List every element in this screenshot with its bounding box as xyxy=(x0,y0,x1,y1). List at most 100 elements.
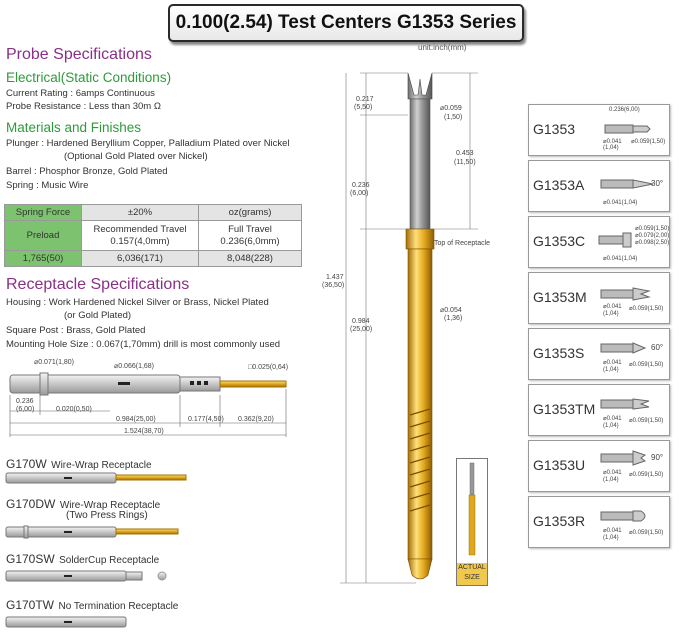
probe-drawing xyxy=(340,72,478,584)
actual-size-probe xyxy=(468,462,476,556)
tip-dim: ⌀0.059(1,50) xyxy=(631,139,666,145)
receptacle-desc: No Termination Receptacle xyxy=(58,601,179,612)
tip-dim: ⌀0.098(2,50) xyxy=(635,240,670,246)
electrical-heading: Electrical(Static Conditions) xyxy=(6,70,172,85)
tip-dim: ⌀0.041(1,04) xyxy=(603,200,638,206)
series-g1353tm: G1353TM ⌀0.041 (1,04) ⌀0.059(1,50) xyxy=(528,384,670,436)
probe-spec-heading: Probe Specifications xyxy=(6,46,152,63)
rec-travel-value: 0.157(4,0mm) xyxy=(110,235,170,247)
tip-dim: ⌀0.041(1,04) xyxy=(603,256,638,262)
actual-size-line1: ACTUAL xyxy=(458,564,486,571)
table-header-unit: oz(grams) xyxy=(198,204,302,221)
table-header-spring-force: Spring Force xyxy=(4,204,82,221)
series-g1353c: G1353C ⌀0.059(1,50) ⌀0.079(2,00) ⌀0.098(… xyxy=(528,216,670,268)
series-g1353: G1353 0.236(6,00) ⌀0.041 (1,04) ⌀0.059(1… xyxy=(528,104,670,156)
table-full-travel: Full Travel 0.236(6,0mm) xyxy=(198,220,302,251)
probe-dim-3: 0.453 xyxy=(456,150,474,157)
tip-angle: 30° xyxy=(651,179,664,188)
tip-dim: ⌀0.041 xyxy=(603,470,622,476)
receptacle-g170tw: G170TW No Termination Receptacle xyxy=(6,596,178,614)
tip-g1353c xyxy=(598,232,632,248)
tip-dim: (1,04) xyxy=(603,535,619,541)
probe-dim-5mm: (36,50) xyxy=(322,282,345,289)
receptacle-code: G170W xyxy=(6,457,47,471)
tip-angle: 60° xyxy=(651,343,664,352)
probe-dim-5: 1.437 xyxy=(326,274,344,281)
page-title: 0.100(2.54) Test Centers G1353 Series xyxy=(168,4,524,42)
tip-dim: ⌀0.059(1,50) xyxy=(629,306,664,312)
receptacle-desc: SolderCup Receptacle xyxy=(59,555,160,566)
g170sw-image xyxy=(5,570,167,582)
tip-dim: (1,04) xyxy=(603,311,619,317)
receptacle-code: G170TW xyxy=(6,598,55,612)
tip-dim: (1,04) xyxy=(603,477,619,483)
table-header-tolerance: ±20% xyxy=(81,204,199,221)
table-rec-travel: Recommended Travel 0.157(4,0mm) xyxy=(81,220,199,251)
table-preload-value: 1,765(50) xyxy=(4,250,82,267)
tip-dim: (1,04) xyxy=(603,423,619,429)
dim-177: 0.177(4,50) xyxy=(188,416,224,423)
series-name: G1353 xyxy=(533,121,576,137)
current-rating: Current Rating : 6amps Continuous xyxy=(6,88,155,99)
top-of-receptacle: Top of Receptacle xyxy=(434,240,491,247)
series-g1353r: G1353R ⌀0.041 (1,04) ⌀0.059(1,50) xyxy=(528,496,670,548)
mounting-hole-spec: Mounting Hole Size : 0.067(1,70mm) drill… xyxy=(6,339,281,350)
dim-236mm: (6,00) xyxy=(16,406,35,413)
tip-dim: ⌀0.059(1,50) xyxy=(629,530,664,536)
receptacle-sub: (Two Press Rings) xyxy=(66,510,148,521)
plunger-spec-optional: (Optional Gold Plated over Nickel) xyxy=(64,151,208,162)
receptacle-g170w: G170W Wire-Wrap Receptacle xyxy=(6,455,152,473)
housing-spec-alt: (or Gold Plated) xyxy=(64,310,132,321)
series-g1353m: G1353M ⌀0.041 (1,04) ⌀0.059(1,50) xyxy=(528,272,670,324)
receptacle-desc: Wire-Wrap Receptacle xyxy=(59,500,161,511)
tip-angle: 90° xyxy=(651,453,664,462)
dim-020: 0.020(0,50) xyxy=(56,406,92,413)
probe-dim-6: ⌀0.054 xyxy=(440,307,462,314)
series-g1353u: G1353U 90° ⌀0.041 (1,04) ⌀0.059(1,50) xyxy=(528,440,670,492)
probe-resistance: Probe Resistance : Less than 30m Ω xyxy=(6,101,161,112)
dim-362: 0.362(9,20) xyxy=(238,416,274,423)
table-preload: Preload xyxy=(4,220,82,251)
series-name: G1353A xyxy=(533,177,585,193)
probe-dim-1: 0.217 xyxy=(356,96,374,103)
probe-dim-7mm: (25,00) xyxy=(350,326,373,333)
unit-label: unit:inch(mm) xyxy=(418,43,467,52)
probe-dim-4: 0.236 xyxy=(352,182,370,189)
receptacle-code: G170DW xyxy=(6,497,56,511)
tip-g1353tm xyxy=(600,398,650,410)
series-name: G1353M xyxy=(533,289,587,305)
full-travel-value: 0.236(6,0mm) xyxy=(220,235,280,247)
actual-size-box: ACTUAL SIZE xyxy=(456,458,488,586)
tip-dim: ⌀0.041 xyxy=(603,360,622,366)
rec-travel-label: Recommended Travel xyxy=(93,223,187,235)
probe-dim-6mm: (1,36) xyxy=(444,315,463,322)
dim-025: □0.025(0,64) xyxy=(248,364,289,371)
dim-1524: 1.524(38,70) xyxy=(124,428,164,435)
tip-dim: (1,04) xyxy=(603,367,619,373)
tip-g1353s xyxy=(600,342,647,354)
receptacle-code: G170SW xyxy=(6,552,55,566)
table-full-force: 8,048(228) xyxy=(198,250,302,267)
g170dw-image xyxy=(5,525,179,539)
probe-dim-1mm: (5,50) xyxy=(354,104,373,111)
probe-dim-2: ⌀0.059 xyxy=(440,105,462,112)
housing-spec: Housing : Work Hardened Nickel Silver or… xyxy=(6,297,269,308)
spring-spec: Spring : Music Wire xyxy=(6,180,89,191)
probe-dim-7: 0.984 xyxy=(352,318,370,325)
g170tw-image xyxy=(5,616,127,628)
tip-dim: ⌀0.059(1,50) xyxy=(629,472,664,478)
series-name: G1353S xyxy=(533,345,585,361)
tip-g1353u xyxy=(600,450,647,466)
g170w-image xyxy=(5,472,187,484)
tip-dim: ⌀0.079(2,00) xyxy=(635,233,670,239)
dim-071: ⌀0.071(1,80) xyxy=(34,359,75,366)
series-name: G1353TM xyxy=(533,401,596,417)
receptacle-g170sw: G170SW SolderCup Receptacle xyxy=(6,550,159,568)
table-rec-force: 6,036(171) xyxy=(81,250,199,267)
tip-g1353m xyxy=(600,287,651,301)
tip-g1353 xyxy=(604,124,651,134)
spring-force-table: Spring Force ±20% oz(grams) Preload Reco… xyxy=(4,204,302,267)
series-name: G1353C xyxy=(533,233,586,249)
tip-dim: ⌀0.059(1,50) xyxy=(629,418,664,424)
tip-dim: ⌀0.041 xyxy=(603,304,622,310)
